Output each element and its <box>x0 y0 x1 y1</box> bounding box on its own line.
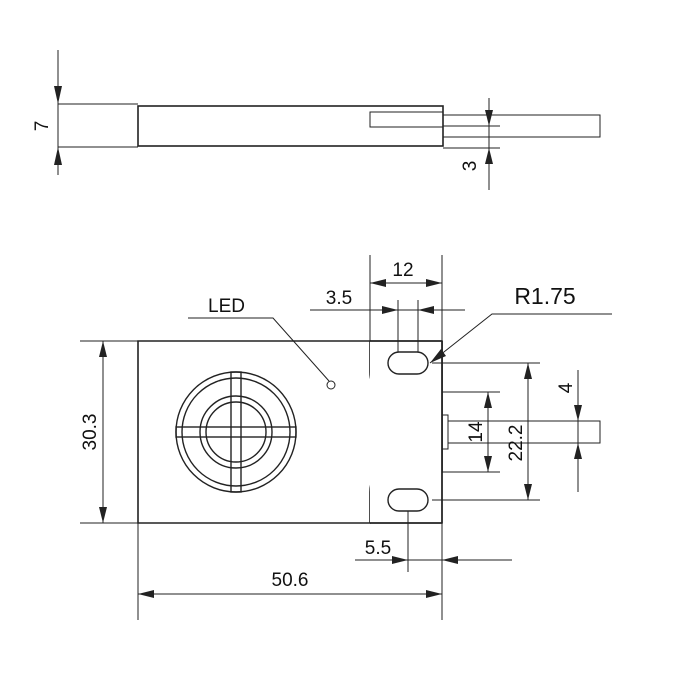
arrowhead <box>392 556 408 564</box>
side-view: 7 3 <box>32 50 601 190</box>
side-cable-entry <box>369 111 443 128</box>
mounting-slot-top <box>387 351 429 375</box>
arrowhead <box>426 590 442 598</box>
cable-stub <box>441 414 449 450</box>
dim-inner-label: 14 <box>466 421 487 443</box>
dim-edge-label: 5.5 <box>365 538 391 559</box>
arrowhead <box>574 443 582 459</box>
arrowhead <box>484 456 492 472</box>
arrowhead <box>382 306 398 314</box>
arrowhead <box>485 148 493 164</box>
front-body-right <box>370 340 443 524</box>
sensing-cross-vertical <box>230 371 242 493</box>
led-indicator <box>326 380 336 390</box>
arrowhead <box>99 341 107 357</box>
arrowhead <box>138 590 154 598</box>
side-body <box>137 105 444 147</box>
led-label: LED <box>208 296 245 317</box>
arrowhead <box>426 279 442 287</box>
dim-hole-pitch-label: 22.2 <box>506 425 527 462</box>
radius-leader <box>429 313 612 364</box>
side-thickness-label: 7 <box>32 121 53 132</box>
arrowhead <box>99 507 107 523</box>
sensing-face <box>175 371 297 493</box>
sensing-face-ring <box>199 395 273 469</box>
led-leader <box>188 317 330 382</box>
arrowhead <box>524 484 532 500</box>
arrowhead <box>442 556 458 564</box>
arrowhead <box>484 392 492 408</box>
front-view: LED 12 3.5 R1.75 4 14 <box>80 255 612 620</box>
sensing-cross-horizontal <box>175 426 297 438</box>
dim-length-label: 50.6 <box>272 570 309 591</box>
dim-radius-label: R1.75 <box>514 283 575 309</box>
arrowhead <box>485 110 493 126</box>
arrowhead <box>54 147 62 165</box>
sensing-face-outer-inner <box>181 377 291 487</box>
dim-height-label: 30.3 <box>80 414 101 451</box>
dim-slot-width-label: 3.5 <box>326 288 352 309</box>
side-cable-offset-label: 3 <box>460 161 481 172</box>
arrowhead <box>54 86 62 104</box>
dim-slot-spacing-label: 12 <box>392 260 413 281</box>
arrowhead <box>524 363 532 379</box>
arrowhead <box>418 306 434 314</box>
arrowhead <box>370 279 386 287</box>
arrowhead <box>574 405 582 421</box>
dim-cable-label: 4 <box>556 382 577 393</box>
arrowhead <box>430 349 446 363</box>
sensing-face-ring-inner <box>205 401 267 463</box>
front-cable <box>447 420 601 444</box>
